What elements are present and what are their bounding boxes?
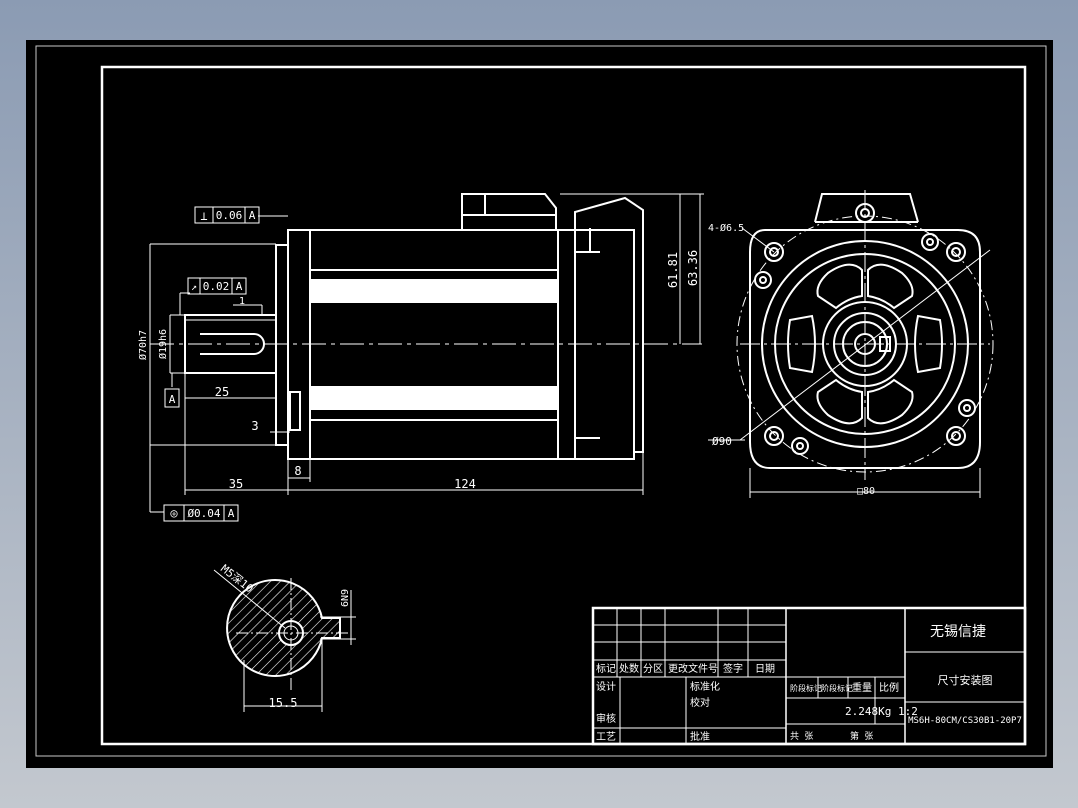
tb-sheet-no: 第 张 — [850, 730, 873, 742]
gdt-symbol: ↗ — [191, 282, 197, 293]
tb-review: 审核 — [596, 712, 616, 725]
tb-standard: 标准化 — [690, 680, 720, 693]
tb-company: 无锡信捷 — [930, 624, 986, 640]
tb-design: 设计 — [596, 680, 616, 693]
drawing-frame — [100, 65, 1027, 746]
tb-weight-scale: 2.248Kg 1:2 — [845, 705, 918, 718]
dim-body-length: 124 — [454, 477, 476, 491]
dim-one: 1 — [239, 296, 245, 307]
tb-doc: 更改文件号 — [668, 662, 718, 675]
dim-section-dia: 15.5 — [269, 696, 298, 710]
sheet-outer-border — [35, 45, 1047, 757]
datum-a-box: A — [164, 388, 180, 408]
gdt-datum: A — [228, 507, 235, 520]
tb-sign: 签字 — [723, 662, 743, 675]
tb-proofread: 校对 — [690, 696, 710, 709]
body-rib-bottom — [309, 386, 559, 410]
tb-approve: 批准 — [690, 730, 710, 743]
title-block — [591, 606, 1027, 746]
dim-flange-thickness: 8 — [294, 464, 301, 478]
tb-count: 处数 — [619, 662, 639, 675]
side-view — [184, 193, 644, 460]
tb-drawing-title: 尺寸安装图 — [938, 673, 993, 687]
front-connector — [814, 193, 919, 223]
gdt-symbol: ◎ — [170, 506, 177, 520]
gdt-value: Ø0.04 — [187, 507, 220, 520]
front-dimensions — [708, 190, 991, 498]
side-dimensions — [149, 193, 704, 513]
gdt-datum: A — [236, 280, 243, 293]
tb-zone: 分区 — [643, 663, 663, 675]
tb-stage2: 阶段标记 — [821, 683, 853, 693]
dim-step: 3 — [251, 419, 258, 433]
tb-mark: 标记 — [596, 663, 616, 675]
gdt-symbol: ⊥ — [200, 209, 207, 223]
encoder-cover — [574, 196, 644, 453]
gdt-concentricity: ◎ Ø0.04 A — [163, 504, 239, 522]
datum-letter: A — [169, 393, 176, 406]
dim-shaft-length: 35 — [229, 477, 243, 491]
dim-hole-spec: 4-Ø6.5 — [708, 222, 744, 234]
gdt-value: 0.02 — [203, 280, 230, 293]
gdt-runout: ↗ 0.02 A — [187, 277, 247, 295]
tb-sheets: 共 张 — [790, 731, 813, 742]
dim-key-length: 25 — [215, 385, 229, 399]
dim-shaft-dia: Ø19h6 — [157, 329, 169, 359]
gdt-perpendicularity: ⊥ 0.06 A — [194, 206, 260, 224]
dim-height-b: 63.36 — [686, 250, 700, 286]
shaft-section — [213, 569, 356, 712]
tb-scale: 比例 — [879, 681, 899, 694]
gdt-datum: A — [249, 209, 256, 222]
tb-weight: 重量 — [852, 681, 872, 694]
tb-process: 工艺 — [596, 731, 616, 743]
tb-date: 日期 — [755, 663, 775, 675]
dim-bolt-circle: Ø90 — [712, 435, 732, 448]
flange-square — [749, 229, 981, 469]
tb-stage: 阶段标记 — [790, 683, 822, 693]
body-rib-top — [309, 279, 559, 303]
dim-height-a: 61.81 — [666, 252, 680, 288]
tb-model: MS6H-80CM/CS30B1-20P7 — [908, 716, 1022, 726]
dim-square: □80 — [857, 486, 875, 497]
flange-boss — [289, 391, 301, 431]
dim-key-width: 6N9 — [340, 589, 351, 607]
dim-flange-dia: Ø70h7 — [137, 330, 149, 360]
gdt-value: 0.06 — [216, 209, 243, 222]
